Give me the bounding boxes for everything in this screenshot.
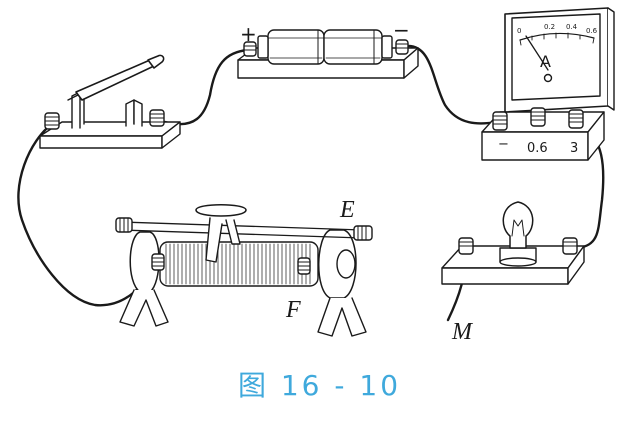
rheostat-terminal-e [353, 225, 373, 241]
ammeter-scale-label-0: 0 [517, 27, 522, 35]
ammeter-zero-adjust-screw [543, 73, 553, 83]
battery-negative-terminal [395, 39, 409, 55]
ammeter-scale-label-0-4: 0.4 [566, 23, 578, 31]
ammeter-terminal-label-0-6: 0.6 [527, 141, 548, 156]
lamp-bulb [502, 201, 534, 249]
ammeter-terminal-0-6 [530, 107, 546, 127]
knife-switch [39, 54, 181, 149]
wire-end-label-m: M [452, 319, 472, 345]
battery-cell-1 [267, 29, 325, 65]
battery-cell-2 [323, 29, 383, 65]
rheostat-terminal-f [297, 257, 311, 275]
rheostat-terminal-lower-left [151, 253, 165, 271]
ammeter [481, 7, 615, 161]
switch-right-terminal [149, 109, 165, 127]
switch-left-terminal [44, 112, 60, 130]
lamp-left-terminal [458, 237, 474, 255]
battery-positive-terminal [243, 41, 257, 57]
ammeter-scale-ticks [519, 32, 595, 46]
wire-switch-to-battery [163, 48, 250, 126]
rheostat-label-f: F [286, 297, 301, 323]
ammeter-scale-label-0-2: 0.2 [544, 23, 556, 31]
switch-handle [147, 54, 165, 69]
lamp-filament [511, 219, 525, 237]
rheostat-terminal-upper-left [115, 217, 133, 233]
rheostat-slider [195, 204, 247, 263]
wire-switch-to-rheostat [17, 122, 159, 307]
figure-caption: 图 16 - 10 [237, 369, 402, 402]
ammeter-needle [525, 35, 549, 71]
lamp [441, 201, 585, 285]
sliding-rheostat [115, 204, 373, 337]
rheostat-slide-rod [121, 221, 363, 239]
ammeter-terminal-label-3: 3 [570, 141, 579, 156]
rheostat-label-e: E [340, 197, 355, 223]
ammeter-terminal-3 [568, 109, 584, 129]
rheostat-coil [165, 243, 311, 285]
ammeter-unit-letter: A [540, 52, 551, 71]
ammeter-scale-label-0-6: 0.6 [586, 27, 598, 35]
switch-blade [75, 59, 155, 101]
battery-plus-sign: + [240, 22, 257, 46]
battery-minus-sign: − [393, 18, 410, 42]
wire-battery-to-ammeter [406, 44, 499, 125]
battery [237, 29, 419, 79]
ammeter-terminal-negative [492, 111, 508, 131]
ammeter-terminal-label-negative: − [498, 137, 509, 152]
lamp-right-terminal [562, 237, 578, 255]
